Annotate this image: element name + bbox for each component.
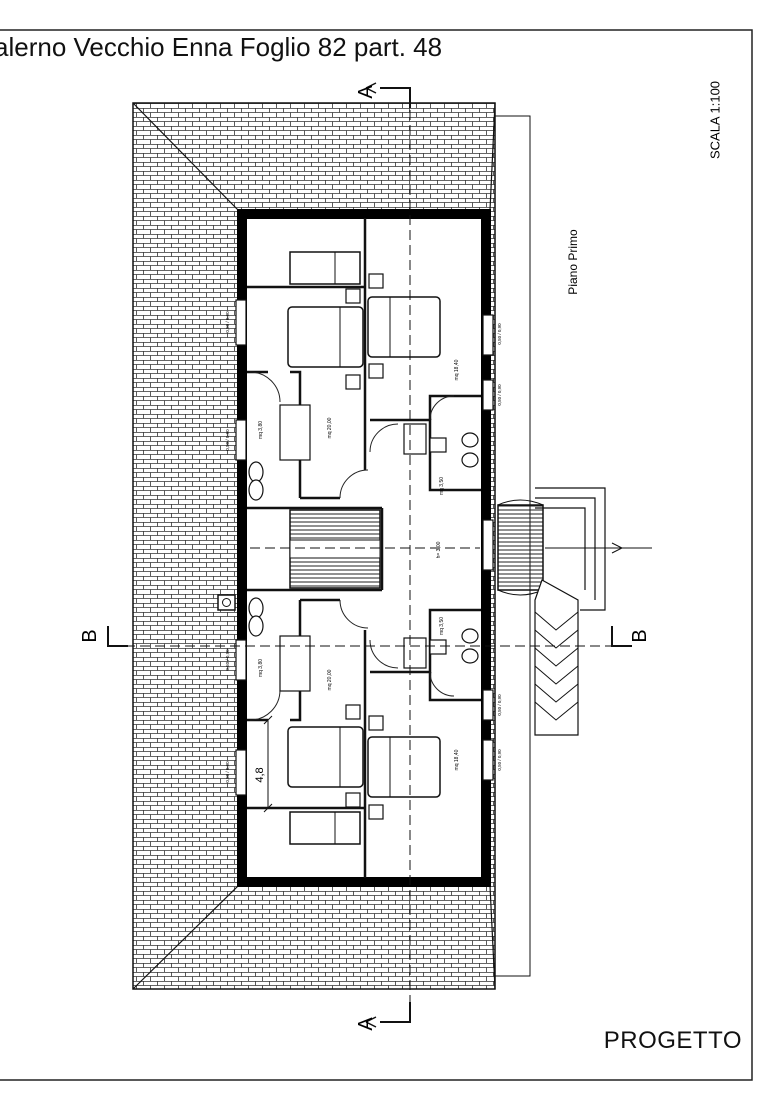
floor-label: Piano Primo (566, 229, 580, 295)
external-stair (497, 487, 652, 736)
room-labels: mq 20,00 mq 18,40 mq 20,00 mq 18,40 mq 3… (258, 359, 460, 770)
window-label: 0,50 / 0,90 (225, 311, 230, 333)
project-stamp: PROGETTO (603, 1027, 742, 1054)
section-markers (107, 82, 632, 1028)
drawing-title: alerno Vecchio Enna Foglio 82 part. 48 (0, 32, 443, 62)
section-b-right-label: B (629, 629, 651, 642)
window-label: 0,50 / 0,90 (497, 749, 502, 771)
room-area-camera-3: mq 20,00 (327, 669, 333, 690)
room-area-camera-1: mq 20,00 (327, 417, 333, 438)
room-area-bagno-2: mq 3,50 (439, 477, 445, 495)
staircase (289, 509, 381, 589)
windows (235, 299, 494, 796)
window-label: 0,50 / 0,90 (225, 761, 230, 783)
dimension-line (263, 715, 273, 813)
room-area-camera-4: mq 18,40 (454, 749, 460, 770)
window-labels: 0,50 / 0,90 0,50 / 0,90 0,50 / 0,90 0,50… (225, 311, 502, 783)
section-a-bottom-label: A (355, 1017, 377, 1031)
door-swings (249, 371, 455, 721)
section-b-left-label: B (79, 629, 101, 642)
corridor-height: h= 3,00 (436, 541, 442, 558)
section-a-top-label: A (355, 85, 377, 99)
room-area-camera-2: mq 18,40 (454, 359, 460, 380)
scale-label: SCALA 1:100 (707, 81, 722, 159)
window-label: 0,50 / 0,90 (225, 649, 230, 671)
sanitary-fixtures (248, 404, 479, 692)
room-area-bagno-1: mq 3,80 (258, 421, 264, 439)
bedside-tables (345, 273, 384, 820)
window-label: 0,50 / 0,90 (497, 323, 502, 345)
dimension-label: 4,8 (254, 767, 266, 782)
section-lines (110, 95, 620, 1010)
room-area-bagno-3: mq 3,80 (258, 659, 264, 677)
chimney (217, 594, 236, 611)
window-label: 0,50 / 0,90 (497, 694, 502, 716)
window-label: 0,50 / 0,90 (225, 429, 230, 451)
room-area-bagno-4: mq 3,50 (439, 617, 445, 635)
sheet-frame (0, 29, 753, 1081)
beds (287, 251, 441, 845)
window-label: 0,50 / 0,90 (497, 384, 502, 406)
